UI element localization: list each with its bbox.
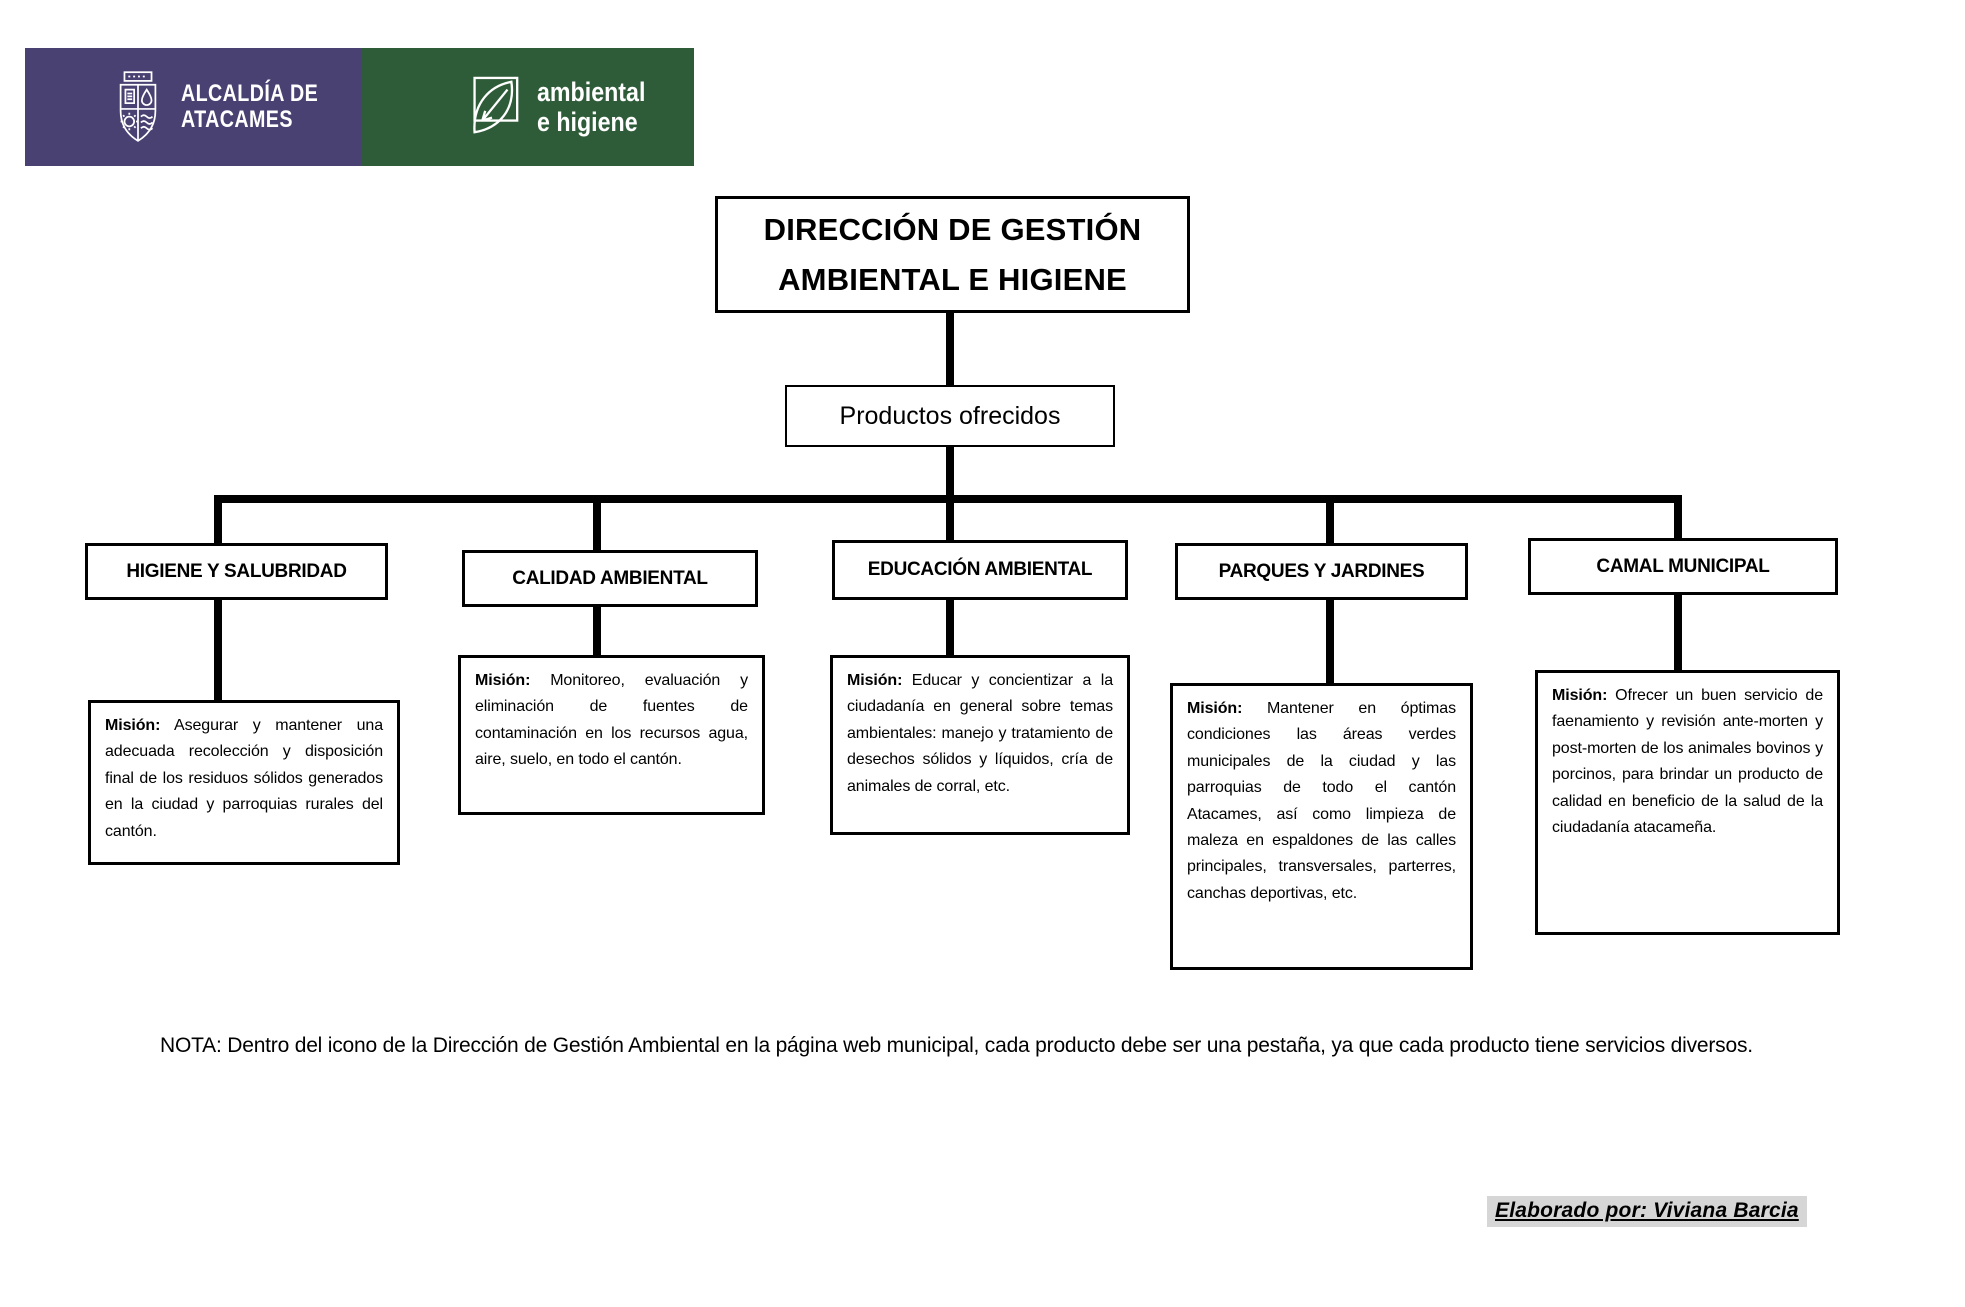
footnote: NOTA: Dentro del icono de la Dirección d… <box>160 1034 1753 1057</box>
connector-calidad-to-mission <box>593 605 601 655</box>
mission-text: Educar y concientizar a la ciudadanía en… <box>847 672 1113 795</box>
mission-box-parques: Misión: Mantener en óptimas condiciones … <box>1170 683 1473 970</box>
ambiental-logo-text: ambiental e higiene <box>537 76 646 137</box>
mission-label: Misión: <box>1552 687 1608 704</box>
connector-horizontal-rail <box>214 495 1682 503</box>
connector-rail-to-educacion <box>946 503 954 540</box>
mission-label: Misión: <box>105 717 161 734</box>
branch-title: HIGIENE Y SALUBRIDAD <box>126 560 347 582</box>
products-node: Productos ofrecidos <box>785 385 1115 447</box>
root-node-direccion: DIRECCIÓN DE GESTIÓN AMBIENTAL E HIGIENE <box>715 196 1190 313</box>
root-title-line2: AMBIENTAL E HIGIENE <box>778 261 1127 297</box>
leaf-icon <box>461 76 523 138</box>
connector-rail-to-parques <box>1326 503 1334 543</box>
connector-rail-to-camal <box>1674 495 1682 538</box>
connector-products-to-rail <box>946 447 954 497</box>
mission-text: Mantener en óptimas condiciones las área… <box>1187 700 1456 902</box>
products-label: Productos ofrecidos <box>839 401 1061 430</box>
mission-label: Misión: <box>1187 700 1243 717</box>
alcaldia-logo-text: ALCALDÍA DE ATACAMES <box>181 79 319 133</box>
branch-node-educacion: EDUCACIÓN AMBIENTAL <box>832 540 1128 600</box>
logo-bar: ALCALDÍA DE ATACAMES ambiental e higiene <box>25 48 694 166</box>
branch-node-higiene: HIGIENE Y SALUBRIDAD <box>85 543 388 600</box>
mission-box-educacion: Misión: Educar y concientizar a la ciuda… <box>830 655 1130 835</box>
mission-label: Misión: <box>847 672 903 689</box>
branch-title: PARQUES Y JARDINES <box>1218 560 1425 582</box>
connector-rail-to-calidad <box>593 503 601 550</box>
connector-parques-to-mission <box>1326 598 1334 683</box>
credit-line: Elaborado por: Viviana Barcia <box>1487 1196 1807 1227</box>
branch-title: CAMAL MUNICIPAL <box>1596 555 1770 577</box>
branch-node-parques: PARQUES Y JARDINES <box>1175 543 1468 600</box>
branch-node-camal: CAMAL MUNICIPAL <box>1528 538 1838 595</box>
connector-higiene-to-mission <box>214 598 222 700</box>
connector-root-to-products <box>946 313 954 385</box>
branch-title: CALIDAD AMBIENTAL <box>512 567 708 589</box>
root-title-line1: DIRECCIÓN DE GESTIÓN <box>763 211 1142 247</box>
mission-box-higiene: Misión: Asegurar y mantener una adecuada… <box>88 700 400 865</box>
connector-camal-to-mission <box>1674 593 1682 670</box>
mission-text: Asegurar y mantener una adecuada recolec… <box>105 717 383 840</box>
branch-title: EDUCACIÓN AMBIENTAL <box>867 559 1093 580</box>
mission-box-calidad: Misión: Monitoreo, evaluación y eliminac… <box>458 655 765 815</box>
branch-node-calidad: CALIDAD AMBIENTAL <box>462 550 758 607</box>
connector-educacion-to-mission <box>946 598 954 655</box>
ambiental-logo: ambiental e higiene <box>361 48 694 166</box>
mission-text: Ofrecer un buen servicio de faenamiento … <box>1552 687 1823 836</box>
alcaldia-logo: ALCALDÍA DE ATACAMES <box>25 48 361 166</box>
connector-rail-to-higiene <box>214 495 222 543</box>
shield-icon <box>109 70 167 144</box>
mission-text: Monitoreo, evaluación y eliminación de f… <box>475 672 748 769</box>
mission-label: Misión: <box>475 672 531 689</box>
mission-box-camal: Misión: Ofrecer un buen servicio de faen… <box>1535 670 1840 935</box>
